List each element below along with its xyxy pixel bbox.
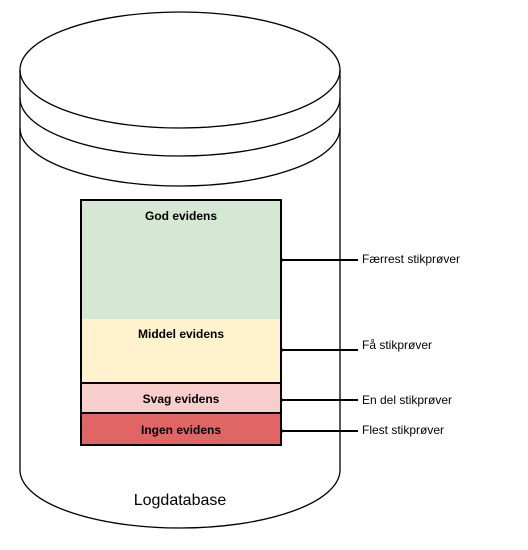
band-svag-evidens: Svag evidens [80, 384, 282, 414]
band-god-evidens: God evidens [80, 199, 282, 321]
cylinder-rim-2 [19, 97, 341, 157]
band-label: God evidens [144, 209, 218, 223]
band-ingen-evidens: Ingen evidens [80, 414, 282, 446]
cylinder-rim-3 [19, 127, 341, 187]
band-label: Ingen evidens [140, 423, 222, 437]
arrow-label-3: En del stikprøver [362, 393, 453, 407]
arrow-label-1: Færrest stikprøver [362, 252, 461, 266]
arrow-label-4: Flest stikprøver [362, 423, 445, 437]
cylinder-rim-1 [19, 69, 341, 129]
band-middel-evidens: Middel evidens [80, 319, 282, 384]
arrow-label-2: Få stikprøver [362, 338, 433, 352]
database-label: Logdatabase [133, 492, 227, 509]
band-label: Svag evidens [142, 392, 220, 406]
band-label: Middel evidens [137, 327, 225, 341]
